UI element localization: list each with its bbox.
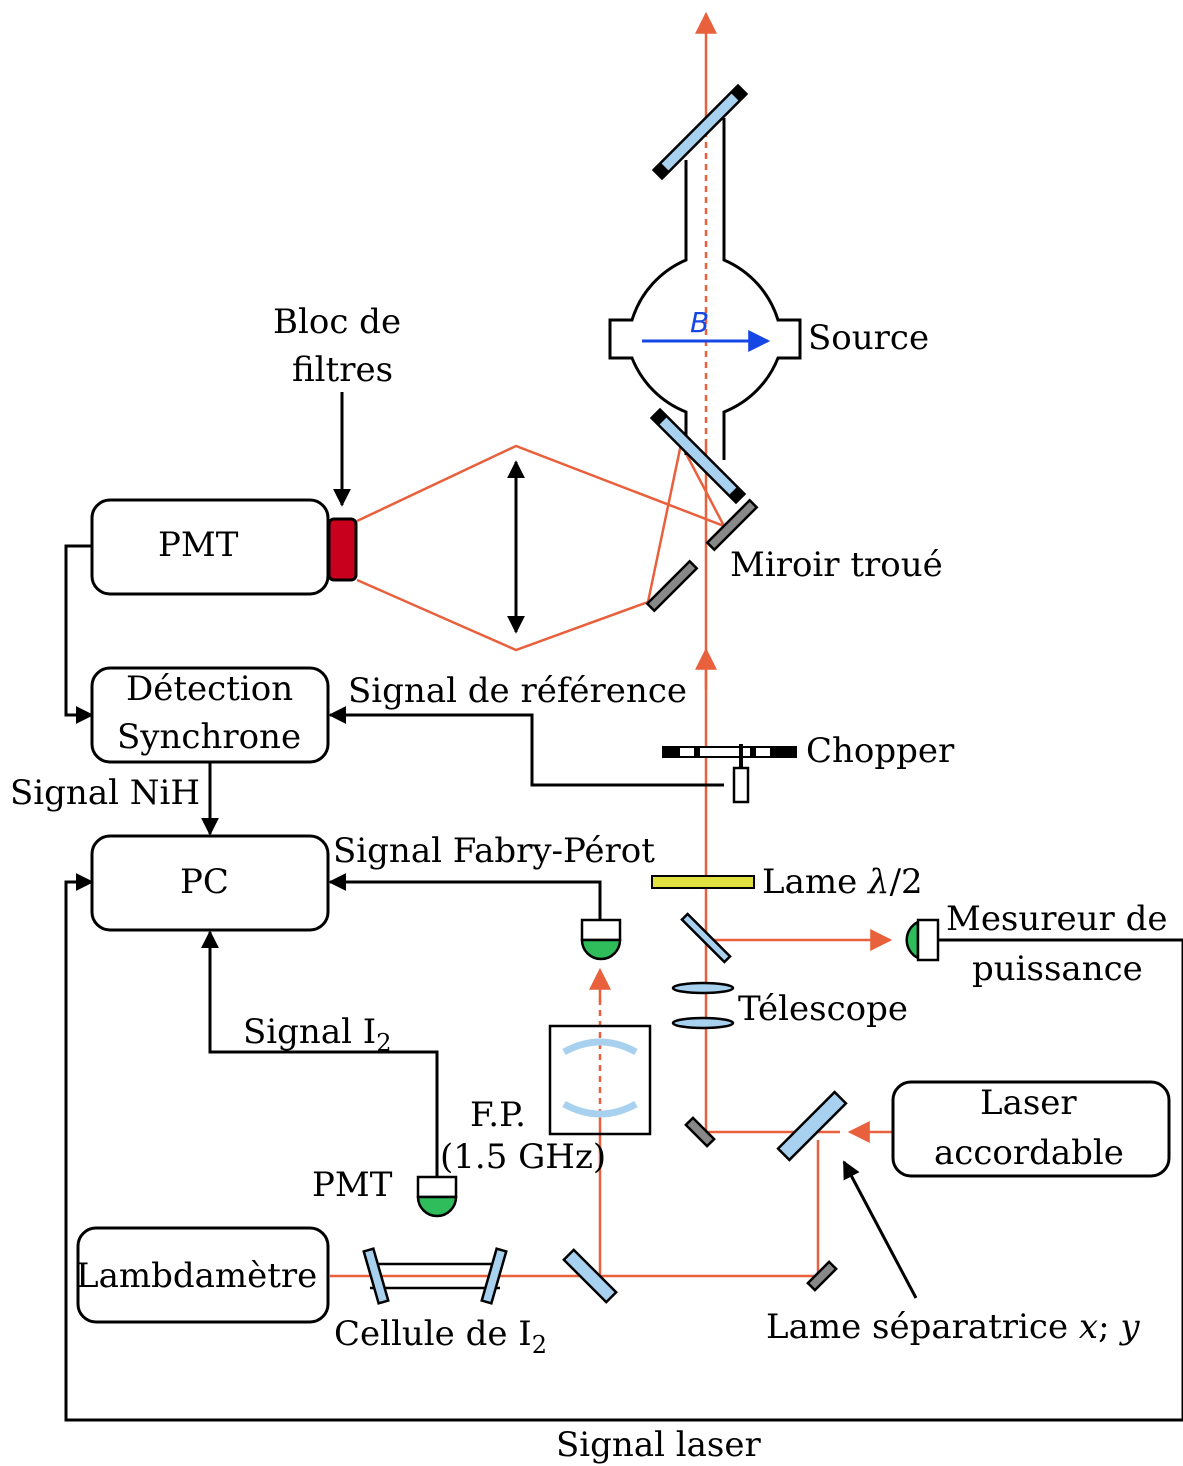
tunable-laser-box bbox=[891, 1080, 1171, 1178]
fluorescence-path bbox=[356, 440, 727, 652]
fold-mirror-lower-right bbox=[806, 1260, 838, 1292]
puissance-label: puissance bbox=[972, 949, 1143, 989]
tunable-laser: Laser accordable bbox=[891, 1080, 1171, 1178]
fp-signal-wire bbox=[345, 880, 602, 920]
wavemeter-box bbox=[76, 1226, 330, 1324]
pmt-to-lockin-wire bbox=[64, 544, 92, 717]
synchrone-label: Synchrone bbox=[117, 717, 301, 757]
pmt-top-group: PMT Bloc de filtres bbox=[90, 302, 401, 596]
iodine-cell-label: Cellule de I2 bbox=[334, 1314, 547, 1359]
wavemeter-group: Lambdamètre bbox=[76, 1226, 330, 1324]
pmt-top-label: PMT bbox=[158, 525, 239, 565]
signal-laser-label: Signal laser bbox=[556, 1425, 761, 1465]
pmt-bottom-label: PMT bbox=[312, 1165, 393, 1205]
signal-fp-label: Signal Fabry-Pérot bbox=[333, 831, 655, 871]
pmt-bottom-detector bbox=[416, 1175, 458, 1199]
telescope-label: Télescope bbox=[738, 989, 908, 1029]
lower-window bbox=[649, 407, 747, 505]
beam-splitter bbox=[776, 1090, 848, 1162]
wavemeter-label: Lambdamètre bbox=[76, 1256, 317, 1296]
signal-nih-label: Signal NiH bbox=[10, 773, 200, 813]
laser-label: Laser bbox=[980, 1083, 1077, 1123]
fp-label: F.P. bbox=[470, 1095, 526, 1135]
source-label: Source bbox=[808, 318, 929, 358]
top-window bbox=[651, 83, 749, 181]
signal-i2-label: Signal I2 bbox=[243, 1012, 392, 1057]
mesureur-label: Mesureur de bbox=[946, 899, 1168, 939]
beam-splitter-pointer bbox=[842, 1160, 918, 1299]
pc-label: PC bbox=[180, 862, 229, 902]
chopper-motor bbox=[732, 766, 750, 804]
pmt-bottom: PMT bbox=[312, 1165, 458, 1218]
iodine-cell: Cellule de I2 bbox=[334, 1247, 547, 1359]
iodine-cell-window-right bbox=[480, 1247, 508, 1305]
beam-splitter-label: Lame séparatrice x; y bbox=[766, 1307, 1140, 1347]
detection-label: Détection bbox=[126, 669, 293, 709]
fp-pickoff-plate bbox=[562, 1248, 618, 1304]
holed-mirror: Miroir troué bbox=[645, 498, 943, 613]
iodine-cell-window-left bbox=[362, 1247, 390, 1305]
half-wave-plate bbox=[651, 875, 755, 889]
fp-detector bbox=[580, 918, 622, 942]
source-chamber: B Source bbox=[608, 83, 929, 505]
signal-reference-label: Signal de référence bbox=[348, 671, 687, 711]
power-meter-head bbox=[905, 920, 920, 960]
pickoff-plate bbox=[680, 912, 732, 964]
fold-mirror-lower-left bbox=[684, 1116, 716, 1148]
accordable-label: accordable bbox=[934, 1133, 1124, 1173]
power-meter: Mesureur de puissance bbox=[905, 899, 1183, 989]
i2-signal-wire bbox=[208, 948, 439, 1177]
reference-wire bbox=[345, 713, 724, 787]
fabry-perot: F.P. (1.5 GHz) bbox=[440, 918, 652, 1177]
fp-frame bbox=[548, 1024, 652, 1136]
chopper-label: Chopper bbox=[806, 731, 955, 771]
filtres-label: filtres bbox=[292, 350, 393, 390]
miroir-troue-label: Miroir troué bbox=[730, 545, 943, 585]
b-field-label: B bbox=[690, 306, 709, 339]
holed-mirror-lower bbox=[645, 559, 699, 613]
fp-freq-label: (1.5 GHz) bbox=[440, 1137, 606, 1177]
telescope-lens-2 bbox=[671, 1016, 735, 1030]
pc-group: PC Signal NiH Signal Fabry-Pérot Signal … bbox=[10, 762, 1183, 1465]
filter-block bbox=[327, 517, 358, 582]
chopper: Chopper bbox=[662, 731, 955, 804]
holed-mirror-upper bbox=[705, 498, 759, 552]
laser-beam-paths bbox=[330, 11, 893, 1278]
telescope-lens-1 bbox=[671, 981, 735, 995]
bloc-de-label: Bloc de bbox=[273, 302, 401, 342]
half-wave-label: Lame λ/2 bbox=[762, 862, 923, 902]
